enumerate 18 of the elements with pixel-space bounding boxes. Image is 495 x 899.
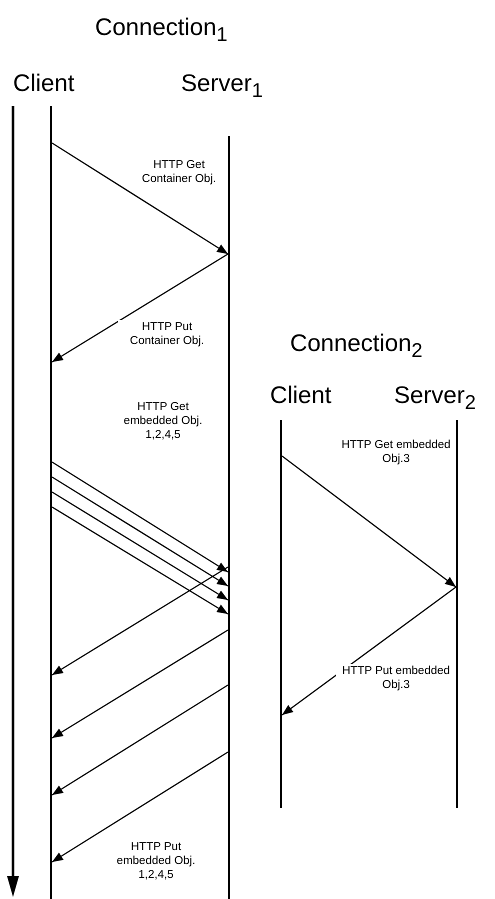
arrow	[52, 253, 228, 363]
participant-label: Server$_{1}$	[181, 70, 263, 104]
arrow	[282, 586, 456, 716]
arrow	[52, 684, 228, 796]
arrow	[52, 751, 228, 863]
arrow	[52, 629, 228, 739]
arrow	[52, 491, 228, 601]
participant-label: Client	[270, 382, 332, 410]
arrow	[282, 455, 456, 588]
arrow	[52, 461, 228, 573]
connection-heading: Connection$_{1}$	[95, 14, 228, 48]
arrow	[52, 566, 228, 676]
participant-label: Server$_{2}$	[394, 382, 476, 416]
arrow	[52, 506, 228, 615]
participant-label: Client	[13, 70, 74, 98]
connection-heading: Connection$_{2}$	[290, 330, 423, 364]
arrow	[52, 476, 228, 587]
arrow	[52, 142, 228, 255]
